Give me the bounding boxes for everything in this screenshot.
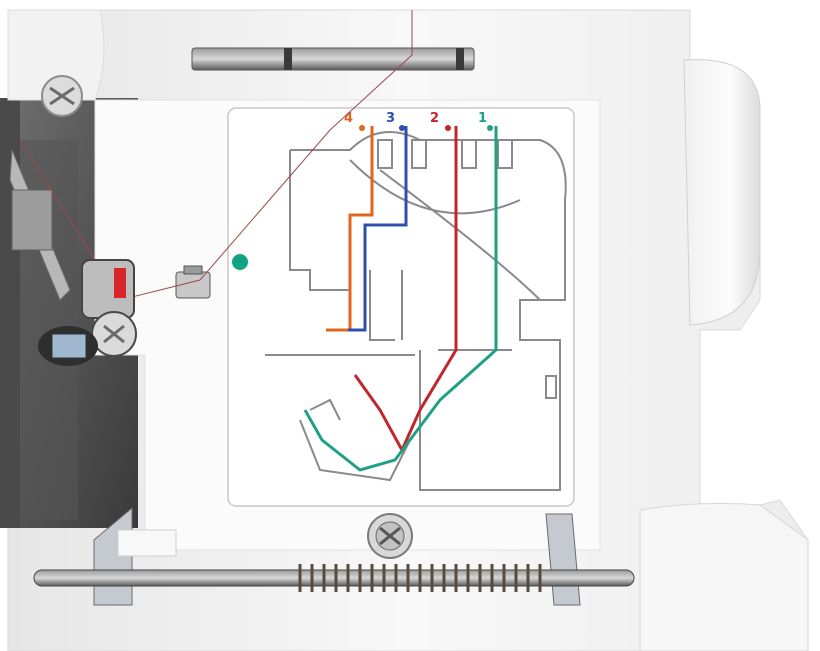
- presser-spring-rod: [33, 569, 635, 587]
- thread-guide-bar: [191, 47, 475, 71]
- label-1: 1: [478, 111, 487, 126]
- thread-path-4: [326, 126, 374, 332]
- thread-labels: 4 3 2 1: [344, 111, 493, 131]
- thread-path-3: [348, 126, 408, 332]
- panel-screw: [367, 513, 413, 559]
- thread-path-1: [303, 126, 498, 472]
- label-2: 2: [430, 111, 439, 126]
- indicator-dot: [232, 254, 248, 270]
- tension-assembly: [38, 259, 137, 366]
- thread-paths: [303, 126, 498, 472]
- spring: [298, 564, 542, 592]
- handwheel: [683, 59, 761, 326]
- front-cover: [639, 502, 809, 651]
- tension-slots: [377, 139, 513, 169]
- label-4: 4: [344, 111, 353, 126]
- thread-path-2: [353, 126, 458, 454]
- label-3: 3: [386, 111, 395, 126]
